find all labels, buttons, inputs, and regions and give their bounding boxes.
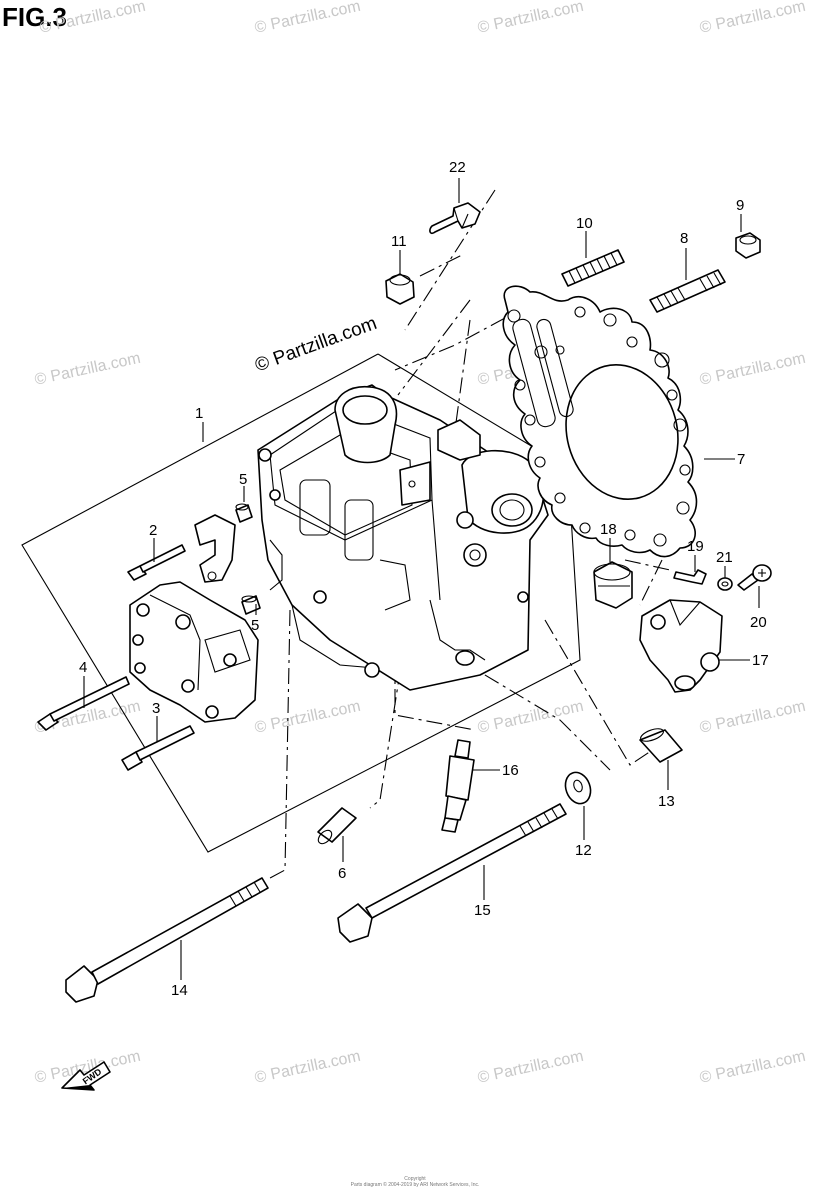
cap-nut-11[interactable] bbox=[385, 273, 415, 305]
locator-line bbox=[544, 619, 661, 766]
callout-16: 16 bbox=[502, 762, 519, 779]
bolt-4[interactable] bbox=[37, 676, 130, 731]
figure-title: FIG.3 bbox=[2, 2, 68, 32]
callout-13: 13 bbox=[658, 793, 675, 810]
callout-3: 3 bbox=[152, 700, 160, 717]
spark-plug[interactable] bbox=[441, 739, 475, 833]
collar-sleeve[interactable] bbox=[639, 726, 683, 763]
locator-line bbox=[397, 299, 471, 396]
callout-5a: 5 bbox=[239, 471, 247, 488]
dowel-pin-6[interactable] bbox=[316, 807, 357, 846]
nipple-fitting[interactable] bbox=[429, 202, 481, 235]
callout-11: 11 bbox=[391, 233, 407, 250]
washer-21[interactable] bbox=[717, 577, 733, 591]
callout-15: 15 bbox=[474, 902, 491, 919]
bolt-3[interactable] bbox=[121, 725, 195, 771]
dowel-pin-lower[interactable] bbox=[241, 595, 261, 615]
screw-20[interactable] bbox=[737, 564, 772, 591]
callout-18: 18 bbox=[600, 521, 617, 538]
callout-10: 10 bbox=[576, 215, 593, 232]
cylinder-head[interactable] bbox=[257, 384, 549, 691]
locator-line bbox=[624, 559, 671, 571]
locator-line bbox=[269, 609, 291, 879]
forward-direction-arrow: FWD bbox=[61, 1061, 111, 1091]
locator-line bbox=[454, 319, 471, 431]
callout-20: 20 bbox=[750, 614, 767, 631]
locator-line bbox=[459, 659, 611, 771]
copyright-line-1: Copyright bbox=[404, 1176, 426, 1182]
callout-5b: 5 bbox=[251, 617, 259, 634]
callout-19: 19 bbox=[687, 538, 704, 555]
washer[interactable] bbox=[561, 769, 594, 807]
callout-4: 4 bbox=[79, 659, 87, 676]
head-gasket[interactable] bbox=[502, 285, 698, 558]
callout-1: 1 bbox=[195, 405, 203, 422]
locator-line bbox=[639, 559, 663, 606]
bolt-19[interactable] bbox=[673, 569, 707, 585]
locator-line bbox=[394, 317, 506, 371]
stud-bolt-long[interactable] bbox=[649, 269, 726, 313]
head-bolt-15[interactable] bbox=[337, 803, 567, 943]
stud-bolt-short[interactable] bbox=[561, 249, 625, 287]
callout-21: 21 bbox=[716, 549, 733, 566]
callout-8: 8 bbox=[680, 230, 688, 247]
locator-line bbox=[404, 189, 496, 331]
callout-9: 9 bbox=[736, 197, 744, 214]
locator-line bbox=[419, 254, 463, 277]
callout-6: 6 bbox=[338, 865, 346, 882]
callout-17: 17 bbox=[752, 652, 769, 669]
callout-7: 7 bbox=[737, 451, 745, 468]
thermostat-cover[interactable] bbox=[639, 599, 723, 693]
locator-line bbox=[394, 660, 476, 731]
callout-12: 12 bbox=[575, 842, 592, 859]
copyright-line-2: Parts diagram © 2004-2019 by ARI Network… bbox=[350, 1182, 480, 1188]
dowel-pin-upper[interactable] bbox=[235, 503, 253, 523]
nut-9[interactable] bbox=[735, 232, 761, 259]
bolt-2[interactable] bbox=[127, 544, 186, 581]
callout-22: 22 bbox=[449, 159, 466, 176]
copyright-notice: Copyright Parts diagram © 2004-2019 by A… bbox=[340, 1176, 490, 1188]
callout-14: 14 bbox=[171, 982, 188, 999]
head-bolt-14[interactable] bbox=[65, 877, 269, 1003]
thermostat[interactable] bbox=[593, 561, 633, 609]
rocker-cover-part[interactable] bbox=[129, 581, 259, 723]
callout-2: 2 bbox=[149, 522, 157, 539]
bracket-cap[interactable] bbox=[194, 514, 236, 583]
